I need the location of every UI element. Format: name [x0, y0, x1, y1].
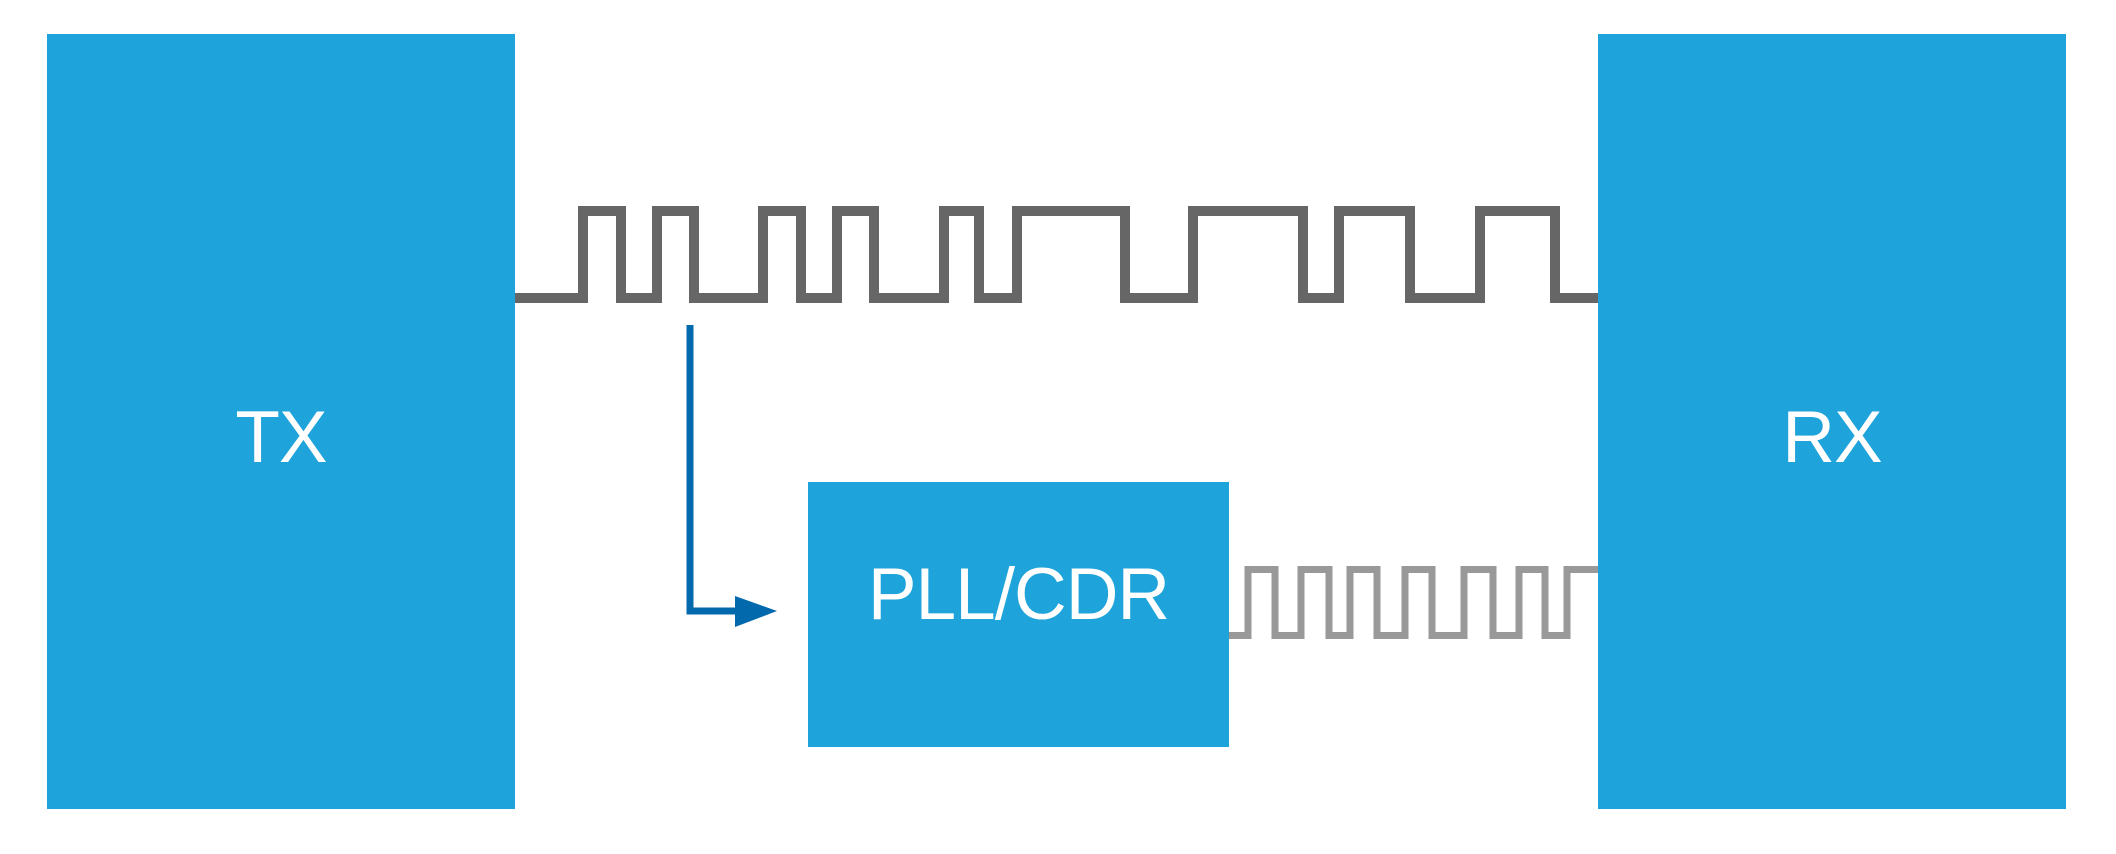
tx-label: TX	[235, 397, 327, 478]
pll-cdr-block: PLL/CDR	[808, 482, 1229, 747]
tap-arrow-line	[686, 325, 740, 615]
tx-block: TX	[47, 34, 515, 809]
pll-cdr-label: PLL/CDR	[867, 554, 1170, 635]
clock-signal-waveform	[1229, 566, 1598, 639]
arrow-head-icon	[735, 596, 777, 627]
rx-block: RX	[1598, 34, 2066, 809]
data-signal-waveform	[515, 206, 1598, 303]
rx-label: RX	[1782, 397, 1882, 478]
